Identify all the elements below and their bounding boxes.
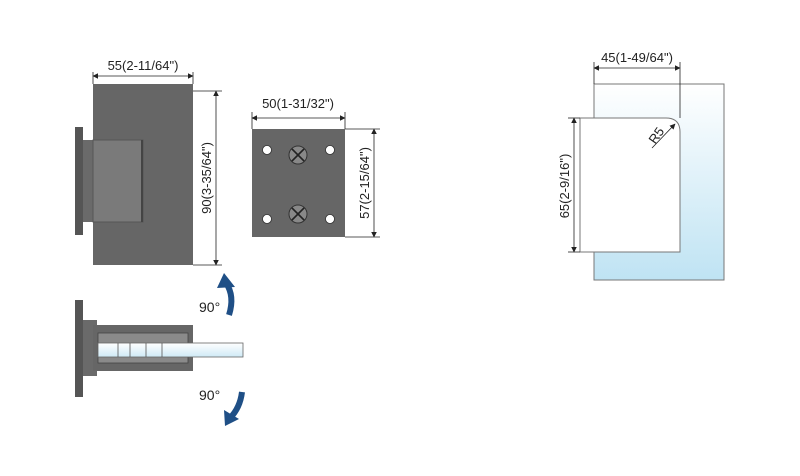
plate-height-dimension: 57(2-15/64") bbox=[345, 128, 380, 238]
plate-width-dimension: 50(1-31/32") bbox=[251, 96, 346, 129]
hinge-knuckle bbox=[92, 139, 144, 223]
cutout-width-label: 45(1-49/64") bbox=[601, 50, 673, 65]
cutout-height-label: 65(2-9/16") bbox=[557, 154, 572, 219]
glass-panel-edge bbox=[97, 342, 244, 358]
mount-plate-view bbox=[252, 129, 345, 237]
cutout-height-dimension: 65(2-9/16") bbox=[557, 117, 580, 253]
hinge-height-dimension: 90(3-35/64") bbox=[193, 90, 222, 266]
mount-hole bbox=[325, 145, 335, 155]
mount-hole bbox=[262, 214, 272, 224]
wall-plate-top bbox=[75, 300, 83, 397]
wall-plate bbox=[75, 127, 83, 235]
mount-hole bbox=[325, 214, 335, 224]
hinge-height-label: 90(3-35/64") bbox=[199, 142, 214, 214]
hinge-width-label: 55(2-11/64") bbox=[108, 58, 179, 73]
screw-icon bbox=[288, 204, 308, 224]
rotation-up-arrow-icon bbox=[217, 273, 235, 316]
glass-cutout-view bbox=[579, 83, 725, 281]
wall-bracket bbox=[83, 140, 95, 222]
screw-icon bbox=[288, 145, 308, 165]
plate-height-label: 57(2-15/64") bbox=[357, 147, 372, 219]
rotation-down-arrow-icon bbox=[224, 391, 245, 426]
upper-angle-label: 90° bbox=[199, 299, 220, 315]
mount-hole bbox=[262, 145, 272, 155]
hinge-front-view bbox=[75, 84, 193, 265]
hinge-top-view bbox=[75, 300, 244, 397]
hinge-width-dimension: 55(2-11/64") bbox=[92, 58, 194, 84]
cutout-width-dimension: 45(1-49/64") bbox=[593, 50, 681, 118]
cutout-notch bbox=[579, 117, 681, 253]
plate-width-label: 50(1-31/32") bbox=[262, 96, 334, 111]
lower-angle-label: 90° bbox=[199, 387, 220, 403]
